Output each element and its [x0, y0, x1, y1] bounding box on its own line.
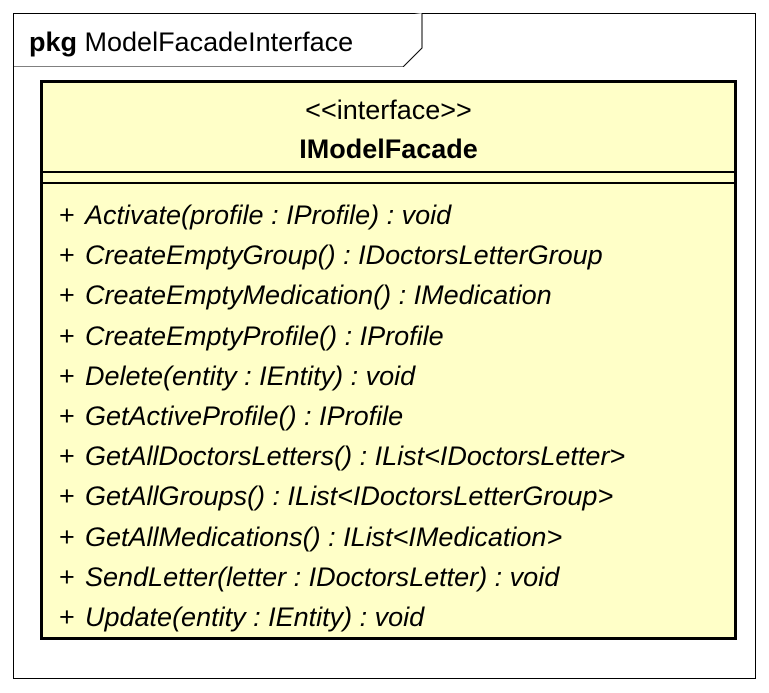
interface-class-box[interactable]: <<interface>> IModelFacade + Activate(pro…	[40, 80, 737, 640]
operation[interactable]: + CreateEmptyGroup() : IDoctorsLetterGrou…	[59, 235, 728, 275]
class-stereotype: <<interface>>	[305, 95, 472, 125]
operation-signature: GetAllMedications() : IList<IMedication>	[85, 521, 563, 552]
operation-signature: GetActiveProfile() : IProfile	[85, 400, 404, 431]
operation[interactable]: + GetAllMedications() : IList<IMedication…	[59, 517, 728, 557]
operation-signature: Update(entity : IEntity) : void	[85, 601, 425, 632]
operation[interactable]: + GetActiveProfile() : IProfile	[59, 396, 728, 436]
operation[interactable]: + Update(entity : IEntity) : void	[59, 597, 728, 637]
operation-visibility: +	[59, 481, 75, 512]
package-label: pkg ModelFacadeInterface	[29, 26, 353, 58]
operation-visibility: +	[59, 521, 75, 552]
operation-signature: Activate(profile : IProfile) : void	[85, 200, 452, 230]
attributes-divider	[43, 182, 734, 184]
operation-signature: CreateEmptyProfile() : IProfile	[85, 320, 444, 351]
package-name: ModelFacadeInterface	[84, 27, 354, 57]
operation[interactable]: + GetAllDoctorsLetters() : IList<IDoctors…	[59, 436, 728, 476]
operation[interactable]: + SendLetter(letter : IDoctorsLetter) : v…	[59, 557, 728, 597]
operation[interactable]: + CreateEmptyProfile() : IProfile	[59, 316, 728, 356]
operation[interactable]: + GetAllGroups() : IList<IDoctorsLetterGr…	[59, 476, 728, 516]
package-tab-outline	[13, 13, 423, 67]
operation-visibility: +	[59, 280, 75, 311]
operation[interactable]: + Activate(profile : IProfile) : void	[59, 195, 728, 235]
package-tab: pkg ModelFacadeInterface	[13, 13, 423, 67]
operation-signature: GetAllDoctorsLetters() : IList<IDoctorsL…	[85, 441, 626, 472]
package-keyword: pkg	[29, 27, 78, 57]
operation-visibility: +	[59, 400, 75, 431]
header-divider	[43, 171, 734, 173]
operation[interactable]: + Delete(entity : IEntity) : void	[59, 356, 728, 396]
operation-signature: SendLetter(letter : IDoctorsLetter) : vo…	[85, 561, 560, 592]
operation-signature: CreateEmptyGroup() : IDoctorsLetterGroup	[85, 240, 603, 271]
operation-visibility: +	[59, 320, 75, 351]
operation-visibility: +	[59, 240, 75, 271]
operation-signature: CreateEmptyMedication() : IMedication	[85, 280, 552, 311]
class-name: IModelFacade	[299, 134, 478, 164]
operation-signature: GetAllGroups() : IList<IDoctorsLetterGro…	[85, 481, 614, 512]
operation-signature: Delete(entity : IEntity) : void	[85, 360, 416, 391]
operation-visibility: +	[59, 360, 75, 391]
operation-visibility: +	[59, 561, 75, 592]
operation-visibility: +	[59, 601, 75, 632]
operations-list: + Activate(profile : IProfile) : void + Cr…	[59, 195, 728, 637]
operation-visibility: +	[59, 441, 75, 472]
class-header: <<interface>> IModelFacade	[43, 83, 734, 172]
operation[interactable]: + CreateEmptyMedication() : IMedication	[59, 275, 728, 315]
operation-visibility: +	[59, 200, 75, 230]
